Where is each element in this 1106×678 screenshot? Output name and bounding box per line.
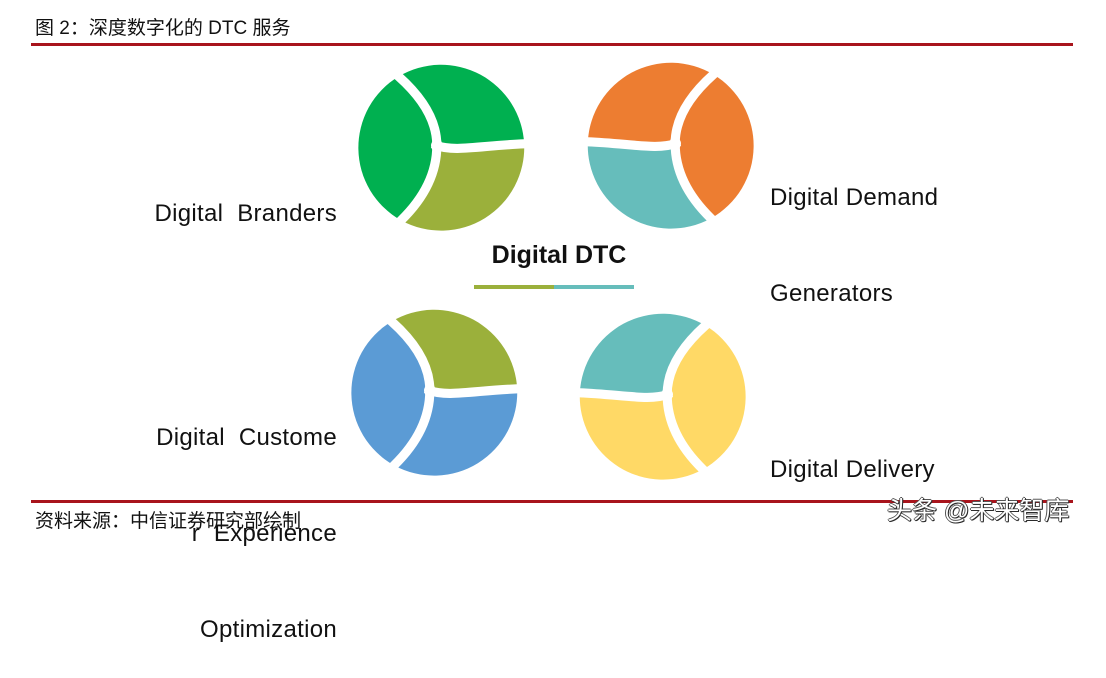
source-note: 资料来源：中信证券研究部绘制 [35,511,302,532]
center-underline-bar [474,285,634,289]
label-digital-demand-generators: Digital Demand Generators [770,118,938,342]
segment-bottom-left [587,141,711,229]
top-rule [31,43,1073,46]
label-line: r Experience [191,520,337,547]
label-digital-branders: Digital Branders [154,134,337,262]
segment-left [351,321,430,466]
label-digital-delivery: Digital Delivery [770,390,935,518]
bar-left-olive [474,285,554,289]
digital-cx-optimization-circle-icon [350,309,518,477]
segment-bottom-right [401,143,525,231]
label-line: Optimization [200,616,337,643]
digital-branders-circle-icon [357,64,525,232]
digital-demand-generators-circle-icon [587,62,755,230]
label-line: Digital Delivery [770,456,935,483]
bar-right-teal [554,285,634,289]
label-line: Generators [770,280,894,307]
center-title: Digital DTC [491,241,627,269]
segment-top-left [587,62,714,147]
figure-title: 图 2：深度数字化的 DTC 服务 [35,18,291,39]
digital-delivery-circle-icon [579,313,747,481]
segment-right [667,325,746,470]
watermark: 头条 @未来智库 [887,497,1070,525]
segment-top-left [579,313,706,398]
segment-top-right [398,64,525,149]
label-line: Digital Custome [156,424,337,451]
bottom-rule [31,500,1073,503]
segment-bottom-left [579,392,703,480]
segment-top-right [391,309,518,394]
label-line: Digital Branders [154,200,337,227]
segment-left [358,76,437,221]
segment-bottom-right [394,388,518,476]
label-line: Digital Demand [770,184,939,211]
segment-right [675,74,754,219]
